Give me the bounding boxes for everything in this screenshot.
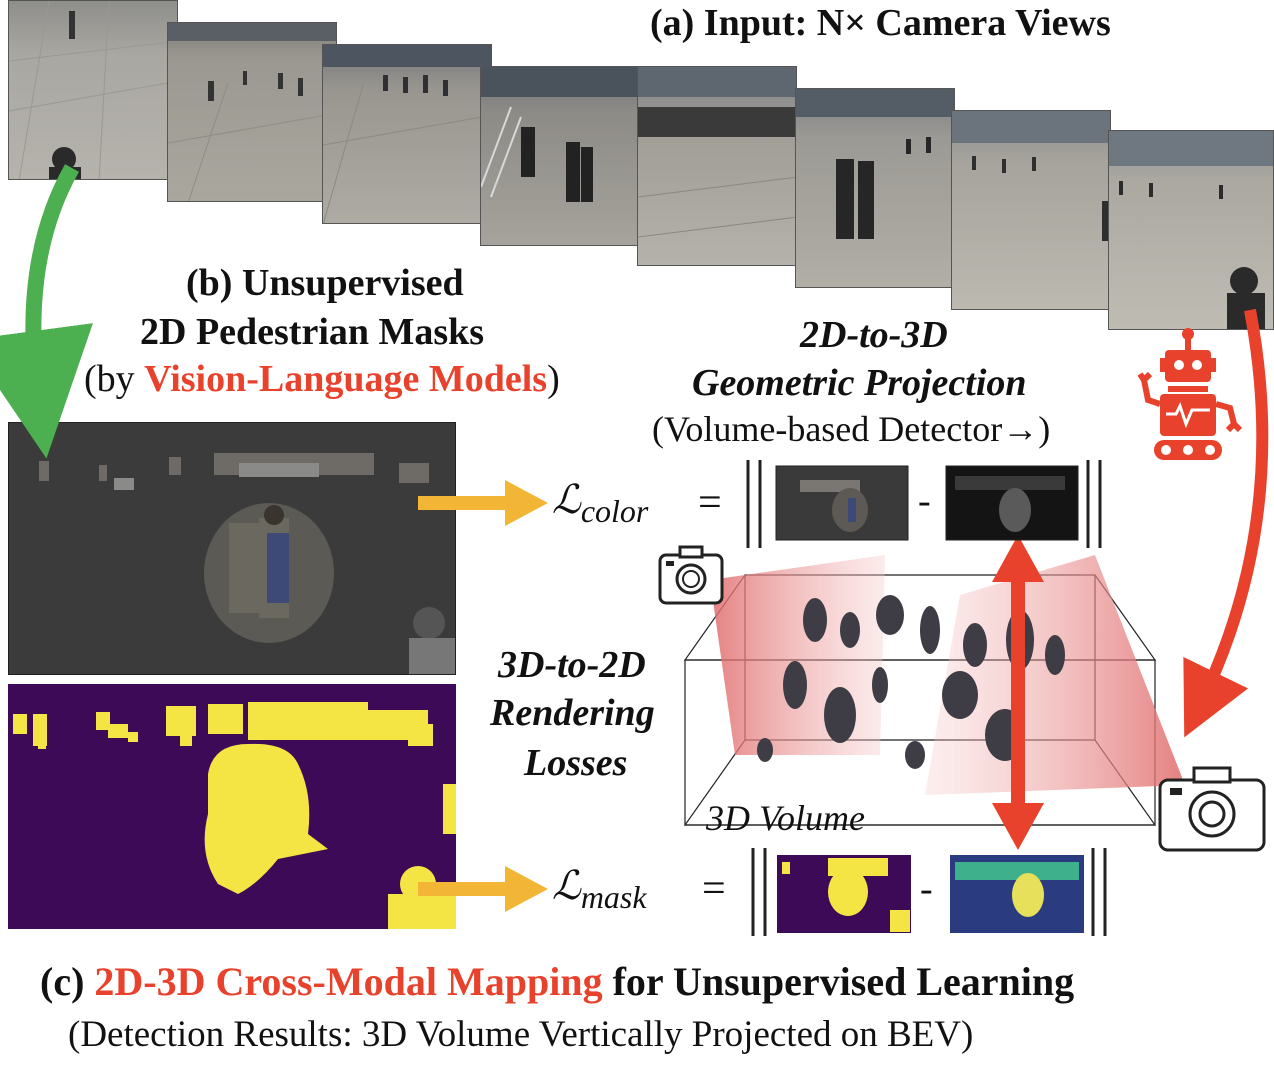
norm-bars-mask <box>751 848 1107 936</box>
loss-color-minus: - <box>918 480 931 522</box>
loss-mask-symbol: ℒ <box>552 863 581 908</box>
3d-volume-drawing <box>683 555 1185 826</box>
rendering-line1: 3D-to-2D <box>498 644 646 686</box>
color-render-thumbnail-gt <box>775 465 909 541</box>
caption-highlight: 2D-3D Cross-Modal Mapping <box>94 959 603 1004</box>
yellow-arrow-color <box>418 480 548 526</box>
camera-view-6 <box>795 88 955 288</box>
loss-mask-equals: = <box>702 866 726 912</box>
input-title: (a) Input: N× Camera Views <box>650 2 1111 44</box>
loss-mask-subscript: mask <box>580 879 647 915</box>
camera-view-7 <box>951 110 1111 310</box>
masks-heading-close: ) <box>547 358 560 400</box>
volume-label: 3D Volume <box>706 798 865 838</box>
red-arrow-right <box>1183 308 1269 738</box>
camera-view-3 <box>322 44 492 224</box>
loss-color-subscript: color <box>580 493 649 529</box>
camera-icon <box>658 545 724 605</box>
loss-mask-formula: ℒmask <box>552 863 647 915</box>
rendering-line3: Losses <box>524 742 628 784</box>
loss-color-formula: ℒcolor <box>552 477 649 529</box>
masks-heading-line2: 2D Pedestrian Masks <box>140 311 485 353</box>
norm-bars-color <box>746 460 1102 548</box>
camera-view-1 <box>8 0 178 180</box>
caption-prefix: (c) <box>40 959 95 1004</box>
rendering-line2: Rendering <box>490 692 655 734</box>
green-arrow <box>0 164 93 459</box>
masked-rgb-panel <box>8 422 456 675</box>
camera-icon <box>1158 766 1266 852</box>
projection-line2: Geometric Projection <box>692 362 1027 404</box>
mask-render-thumbnail-pred <box>950 855 1084 933</box>
loss-color-equals: = <box>698 480 722 526</box>
robot-icon <box>1137 328 1243 460</box>
masks-heading-open: (by <box>84 358 145 400</box>
camera-view-2 <box>167 22 337 202</box>
loss-mask-minus: - <box>920 868 933 910</box>
mask-render-thumbnail-gt <box>777 855 911 933</box>
yellow-arrow-mask <box>418 866 548 912</box>
vlm-highlight: Vision-Language Models <box>144 358 548 400</box>
red-double-arrow <box>992 535 1044 850</box>
3d-volume <box>675 545 1195 845</box>
camera-view-5 <box>637 66 797 266</box>
caption-line1: (c) 2D-3D Cross-Modal Mapping for Unsupe… <box>40 962 1074 1002</box>
camera-view-4 <box>480 66 650 246</box>
projection-line3: (Volume-based Detector→) <box>652 409 1051 449</box>
color-render-thumbnail-pred <box>945 465 1079 541</box>
loss-color-symbol: ℒ <box>552 477 581 522</box>
projection-line1: 2D-to-3D <box>800 314 948 356</box>
masks-heading-line1: (b) Unsupervised <box>186 262 464 304</box>
binary-mask-panel <box>8 684 456 929</box>
camera-view-8 <box>1108 130 1274 330</box>
masks-heading-line3: (by Vision-Language Models) <box>84 360 560 398</box>
caption-suffix: for Unsupervised Learning <box>602 959 1075 1004</box>
caption-line2: (Detection Results: 3D Volume Vertically… <box>68 1014 974 1055</box>
